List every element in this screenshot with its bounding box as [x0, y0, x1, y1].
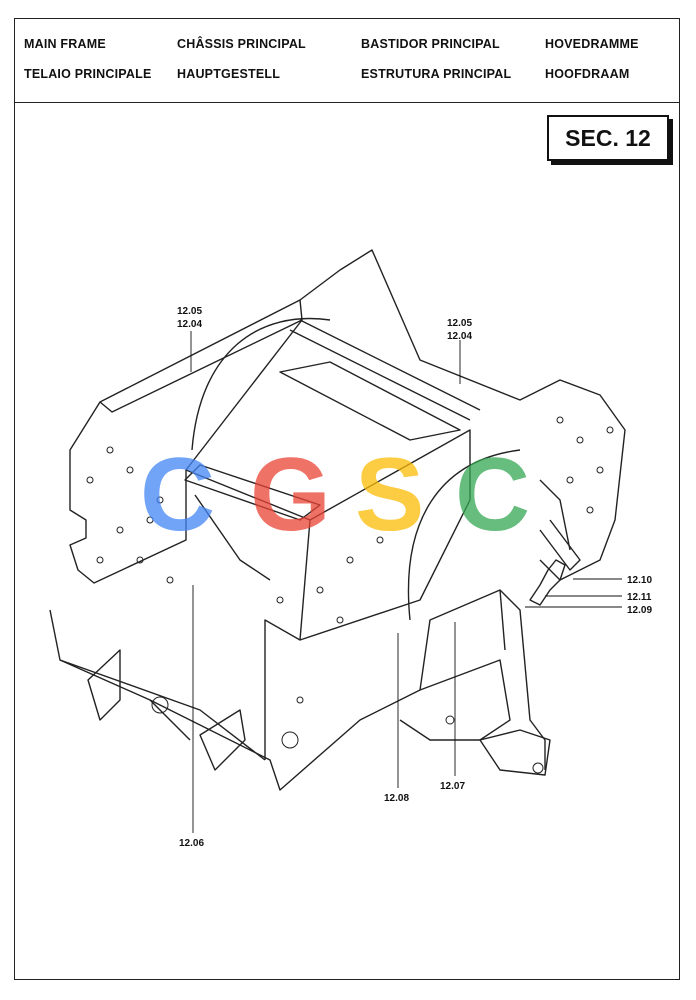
callout-12-11: 12.11 [627, 592, 652, 603]
spring-assembly [529, 559, 566, 606]
callout-12-10: 12.10 [627, 575, 652, 586]
callout-12-08: 12.08 [384, 793, 409, 804]
section-label: SEC. 12 [565, 125, 651, 151]
base-frame [49, 609, 511, 791]
callout-12-07: 12.07 [440, 781, 465, 792]
title-es: BASTIDOR PRINCIPAL [361, 37, 500, 51]
title-it: TELAIO PRINCIPALE [24, 67, 152, 81]
page-frame: MAIN FRAME CHÂSSIS PRINCIPAL BASTIDOR PR… [14, 18, 680, 980]
title-da: HOVEDRAMME [545, 37, 639, 51]
watermark-letter-s: S [355, 437, 424, 553]
title-de: HAUPTGESTELL [177, 67, 281, 81]
title-fr: CHÂSSIS PRINCIPAL [177, 37, 306, 51]
front-panel [185, 429, 471, 760]
callout-12-09: 12.09 [627, 605, 652, 616]
callout-12-05-left: 12.05 [177, 306, 202, 317]
watermark-letter-c2: C [455, 437, 530, 553]
drum-roll [191, 317, 331, 451]
callout-12-06: 12.06 [179, 838, 204, 849]
callout-12-05-right: 12.05 [447, 318, 472, 329]
section-badge: SEC. 12 [547, 115, 669, 161]
cgsc-watermark: C G S C [140, 437, 530, 553]
title-en: MAIN FRAME [24, 37, 106, 51]
title-nl: HOOFDRAAM [545, 67, 630, 81]
frame-holes [86, 416, 614, 774]
right-side-panel [299, 249, 626, 581]
title-pt: ESTRUTURA PRINCIPAL [361, 67, 512, 81]
callout-12-04-right: 12.04 [447, 331, 472, 342]
title-header: MAIN FRAME CHÂSSIS PRINCIPAL BASTIDOR PR… [15, 19, 679, 103]
leader-lines [190, 331, 622, 833]
callout-12-04-left: 12.04 [177, 319, 202, 330]
watermark-letter-c1: C [140, 437, 215, 553]
watermark-letter-g: G [250, 437, 331, 553]
